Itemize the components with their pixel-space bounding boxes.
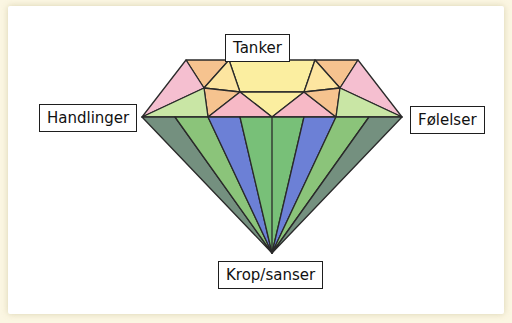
label-text: Krop/sanser: [226, 266, 315, 284]
diamond-facet: [204, 60, 240, 92]
diamond-facet: [336, 88, 402, 117]
label-box: Tanker: [225, 34, 290, 62]
label-text: Tanker: [233, 39, 282, 57]
label-box: Handlinger: [39, 104, 137, 132]
diamond-facet: [229, 60, 315, 92]
diamond-facet: [208, 92, 272, 117]
label-text: Handlinger: [47, 109, 129, 127]
label-text: Følelser: [418, 111, 477, 129]
label-box: Følelser: [410, 106, 485, 134]
diamond-facet: [142, 88, 208, 117]
diamond-facet: [304, 88, 340, 117]
diamond-facets: [142, 60, 402, 253]
diamond-facet: [304, 60, 340, 92]
label-box: Krop/sanser: [218, 261, 323, 289]
diamond-facet-line: [271, 117, 272, 253]
diamond-facet: [272, 117, 402, 253]
